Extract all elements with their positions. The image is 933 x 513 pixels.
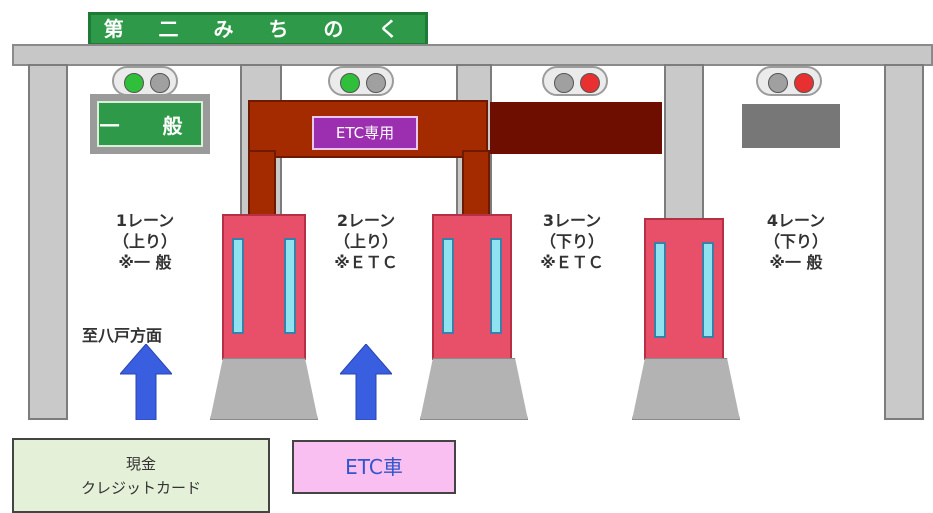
booth-2 bbox=[432, 214, 512, 360]
lane1-direction: （上り） bbox=[112, 232, 177, 251]
off-lamp-icon bbox=[150, 73, 170, 93]
lane3-name: 3レーン bbox=[542, 211, 602, 230]
lane2-type: ※ＥＴＣ bbox=[334, 253, 398, 272]
up-arrow-icon bbox=[120, 344, 172, 420]
lane4-name: 4レーン bbox=[766, 211, 826, 230]
red-lamp-icon bbox=[580, 73, 600, 93]
etc-only-sign: ETC専用 bbox=[312, 116, 418, 150]
signal-lane3 bbox=[542, 66, 608, 96]
lane4-label: 4レーン （下り） ※一 般 bbox=[736, 210, 856, 273]
island-1 bbox=[210, 358, 318, 420]
off-lamp-icon bbox=[554, 73, 574, 93]
booth-1 bbox=[222, 214, 306, 360]
booth-3 bbox=[644, 218, 724, 360]
top-sign: 第 二 み ち の く bbox=[88, 12, 428, 46]
green-lamp-icon bbox=[340, 73, 360, 93]
booth-window bbox=[284, 238, 296, 334]
legend-cash-credit: 現金 クレジットカード bbox=[12, 438, 270, 513]
island-2 bbox=[420, 358, 528, 420]
destination-label: 至八戸方面 bbox=[82, 326, 163, 345]
lane1-label: 1レーン （上り） ※一 般 bbox=[90, 210, 200, 273]
booth-window bbox=[442, 238, 454, 334]
off-lamp-icon bbox=[768, 73, 788, 93]
signal-lane2 bbox=[328, 66, 394, 96]
lane3-direction: （下り） bbox=[539, 232, 604, 251]
lane2-name: 2レーン bbox=[336, 211, 396, 230]
lane1-sign: 一 般 bbox=[90, 94, 210, 154]
legend-etc: ETC車 bbox=[292, 440, 456, 494]
island-3 bbox=[632, 358, 740, 420]
canopy-beam bbox=[12, 44, 933, 66]
lane3-type: ※ＥＴＣ bbox=[540, 253, 604, 272]
lane4-direction: （下り） bbox=[763, 232, 828, 251]
lane2-direction: （上り） bbox=[333, 232, 398, 251]
up-arrow-icon bbox=[340, 344, 392, 420]
lane1-name: 1レーン bbox=[115, 211, 175, 230]
signal-lane4 bbox=[756, 66, 822, 96]
legend-credit-label: クレジットカード bbox=[80, 479, 201, 497]
lane1-type: ※一 般 bbox=[118, 253, 172, 272]
legend-cash-label: 現金 bbox=[125, 455, 156, 473]
general-sign-label: 一 般 bbox=[97, 101, 203, 147]
lane4-sign bbox=[742, 104, 840, 148]
booth-window bbox=[232, 238, 244, 334]
green-lamp-icon bbox=[124, 73, 144, 93]
off-lamp-icon bbox=[366, 73, 386, 93]
lane3-dark-bar bbox=[490, 102, 662, 154]
lane4-type: ※一 般 bbox=[769, 253, 823, 272]
pillar-right bbox=[884, 64, 924, 420]
lane3-label: 3レーン （下り） ※ＥＴＣ bbox=[512, 210, 632, 273]
lane2-label: 2レーン （上り） ※ＥＴＣ bbox=[306, 210, 426, 273]
booth-window bbox=[654, 242, 666, 338]
pillar-left bbox=[28, 64, 68, 420]
booth-window bbox=[490, 238, 502, 334]
booth-window bbox=[702, 242, 714, 338]
signal-lane1 bbox=[112, 66, 178, 96]
red-lamp-icon bbox=[794, 73, 814, 93]
